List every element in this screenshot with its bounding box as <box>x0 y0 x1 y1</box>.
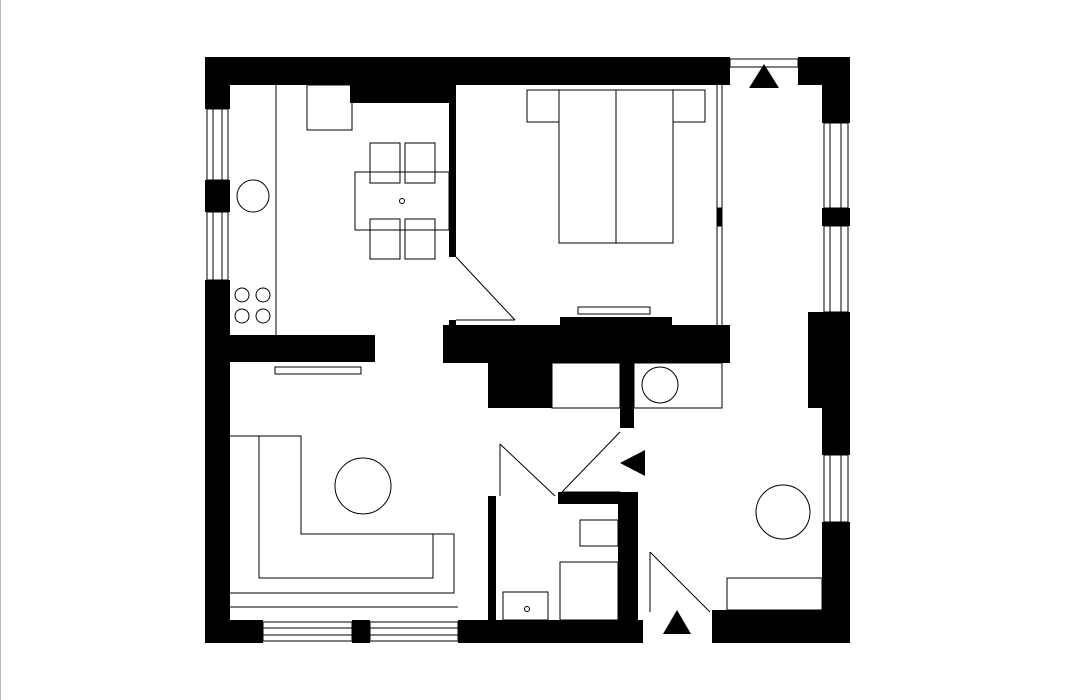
window-left-lower <box>206 211 229 281</box>
entrance-markers <box>620 64 779 634</box>
corner-sofa <box>230 435 455 594</box>
round-table <box>755 484 811 540</box>
nightstand <box>672 89 706 123</box>
washbasin <box>579 519 619 547</box>
hall <box>649 484 823 613</box>
table-center <box>399 198 405 204</box>
fridge <box>306 84 353 131</box>
triangle-up-icon <box>749 64 779 88</box>
window-right-3 <box>823 454 849 523</box>
window-left-upper <box>206 108 229 181</box>
window-bottom-1 <box>262 621 353 642</box>
hob-burner <box>255 308 271 324</box>
radiator <box>274 366 362 375</box>
closet <box>551 362 621 409</box>
sink <box>236 179 270 213</box>
interior-walls <box>230 85 822 620</box>
nightstand <box>526 89 560 123</box>
window-right-2 <box>823 225 849 313</box>
storage-bath <box>502 362 723 621</box>
washing-machine <box>641 366 679 404</box>
page-left-edge <box>0 0 1 700</box>
dining-table <box>354 171 450 231</box>
hob-burner <box>255 287 271 303</box>
window-bottom-2 <box>369 621 459 642</box>
triangle-left-icon <box>620 450 645 476</box>
shower <box>559 561 619 621</box>
window-right-1 <box>823 122 849 209</box>
chair <box>404 142 436 184</box>
chair <box>404 218 436 260</box>
windows <box>206 58 849 642</box>
exterior-walls <box>205 57 850 643</box>
shoe-cabinet <box>726 577 823 611</box>
hob-burner <box>234 308 250 324</box>
living-room <box>230 366 556 608</box>
chair <box>369 218 401 260</box>
toilet <box>502 591 549 621</box>
chair <box>369 142 401 184</box>
hob-burner <box>234 287 250 303</box>
coffee-table <box>334 457 392 515</box>
triangle-up-icon <box>663 610 691 634</box>
bedroom-corridor-partition <box>716 85 723 325</box>
radiator <box>577 306 651 315</box>
kitchen <box>234 84 516 335</box>
bedroom <box>526 89 706 315</box>
